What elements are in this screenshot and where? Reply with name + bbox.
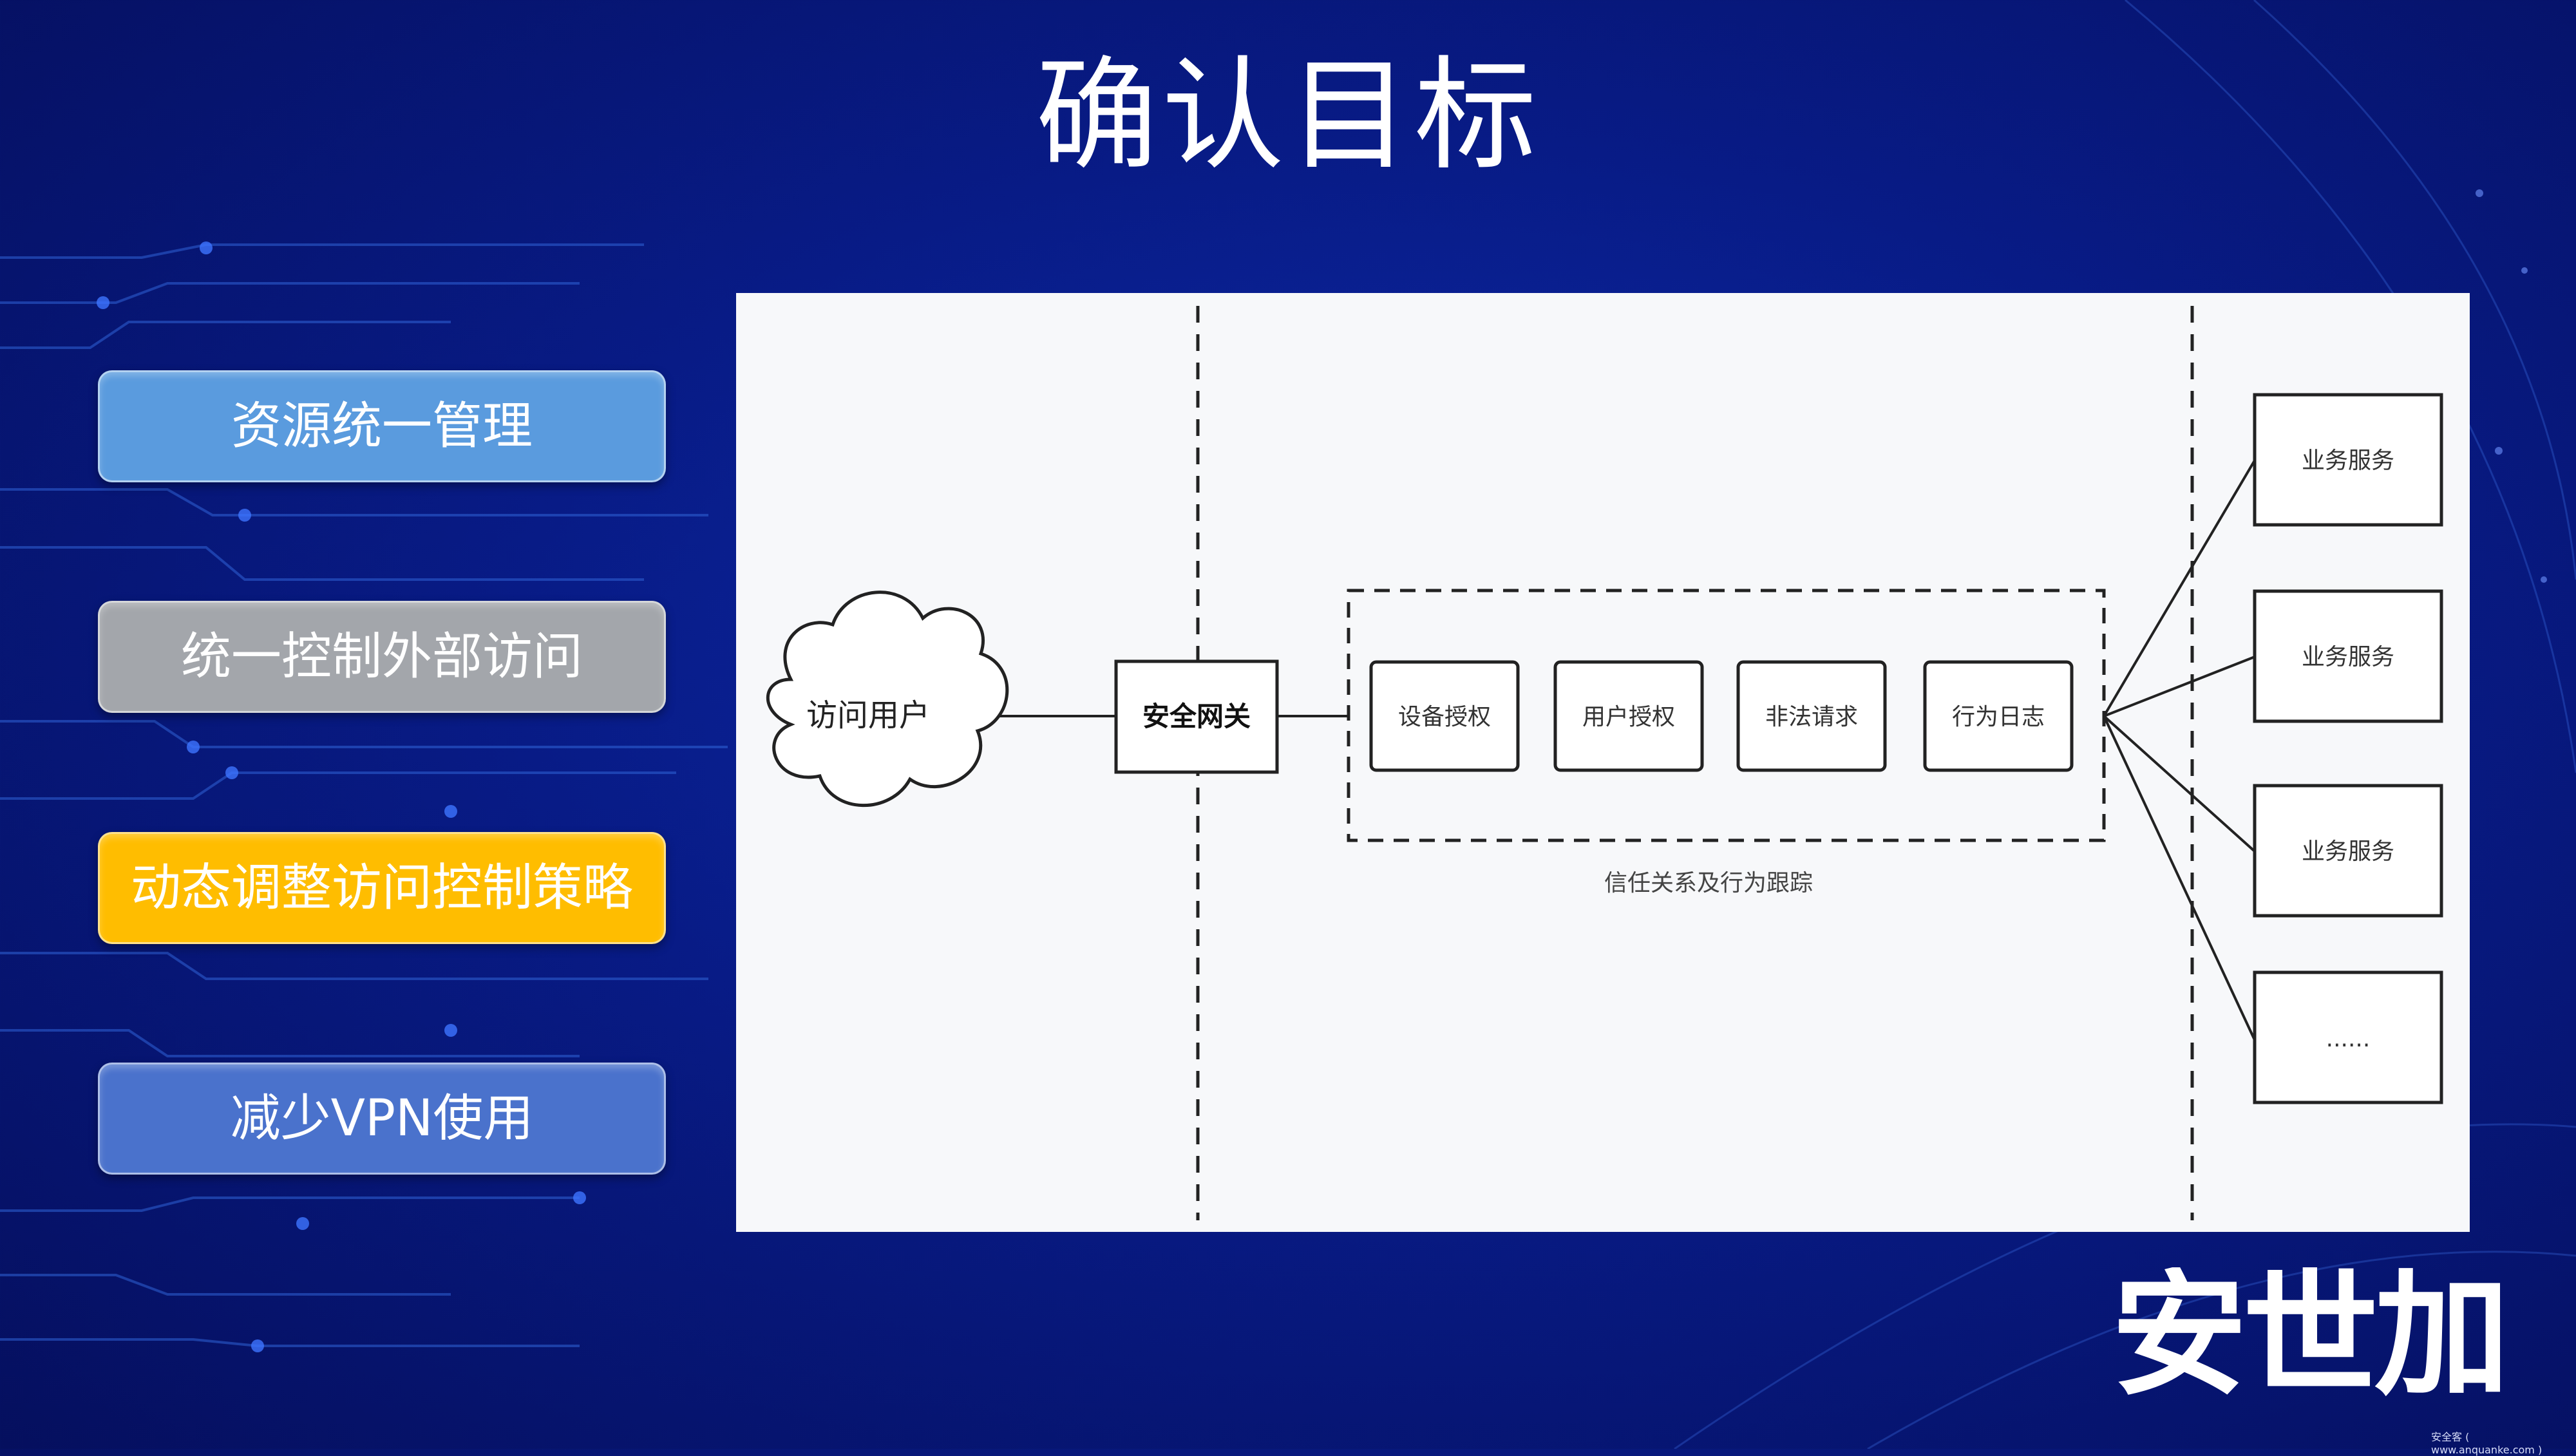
goal-unified-external-access[interactable]: 统一控制外部访问: [98, 601, 666, 713]
link-trust-service-1: [2103, 459, 2256, 717]
trust-caption: 信任关系及行为跟踪: [1604, 870, 1813, 896]
link-trust-service-3: [2103, 715, 2256, 853]
logo-text: 安世加: [2112, 1267, 2506, 1396]
trust-item-user: 用户授权: [1582, 704, 1675, 730]
trust-item-user-box: [1553, 660, 1704, 772]
trust-item-illegal-box: [1736, 660, 1887, 772]
page-title: 确认目标: [1035, 44, 1540, 187]
link-trust-service-4: [2103, 715, 2256, 1041]
service-label-2: 业务服务: [2302, 644, 2394, 670]
user-label: 访问用户: [806, 697, 930, 733]
link-trust-service-2: [2103, 656, 2255, 717]
gateway-label: 安全网关: [1142, 701, 1251, 732]
service-box-4: [2253, 970, 2443, 1104]
trust-item-device-box: [1369, 660, 1520, 772]
trust-item-illegal: 非法请求: [1765, 704, 1858, 730]
service-box-1: [2253, 393, 2443, 527]
architecture-diagram-panel: 访问用户 安全网关 设备授权 用户授权 非法请求 行为日志 信任关系及行为跟踪 …: [736, 293, 2470, 1232]
goal-reduce-vpn[interactable]: 减少VPN使用: [98, 1063, 666, 1175]
user-cloud-shape: [766, 591, 1009, 808]
trust-container: [1347, 589, 2106, 842]
goal-dynamic-policy[interactable]: 动态调整访问控制策略: [98, 832, 666, 944]
service-box-3: [2253, 784, 2443, 918]
footer-source: 安全客 ( www.anquanke.com ): [2431, 1431, 2543, 1456]
service-label-3: 业务服务: [2302, 838, 2394, 865]
service-label-1: 业务服务: [2302, 448, 2394, 474]
goal-resource-management[interactable]: 资源统一管理: [98, 370, 666, 482]
trust-item-device: 设备授权: [1398, 704, 1491, 730]
service-label-4: ......: [2326, 1026, 2371, 1052]
trust-item-log-box: [1923, 660, 2074, 772]
anshijia-logo: 安世加: [2112, 1267, 2510, 1396]
gateway-box: [1114, 659, 1279, 774]
service-box-2: [2253, 589, 2443, 723]
trust-item-log: 行为日志: [1952, 704, 2045, 730]
architecture-diagram: 访问用户 安全网关 设备授权 用户授权 非法请求 行为日志 信任关系及行为跟踪 …: [766, 306, 2443, 1220]
